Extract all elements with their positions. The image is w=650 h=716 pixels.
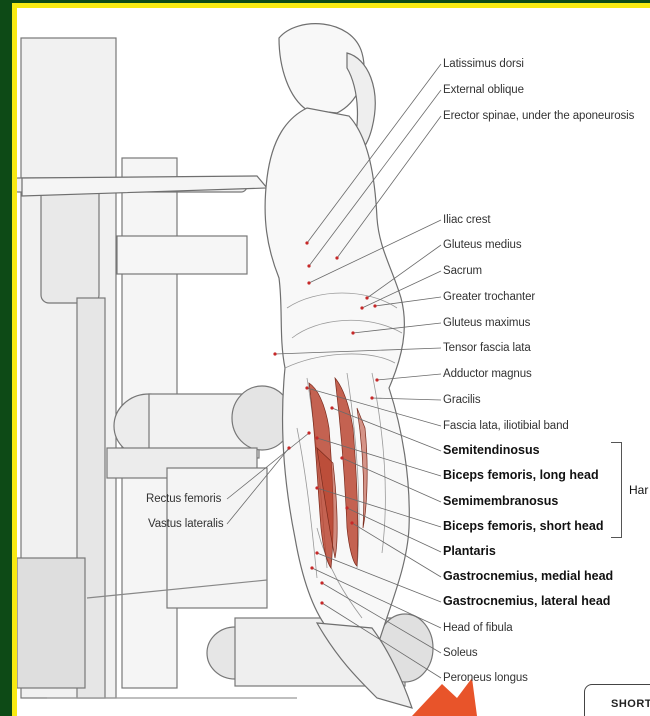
label-gracilis: Gracilis	[443, 393, 481, 407]
label-gluteus-maximus: Gluteus maximus	[443, 316, 530, 330]
label-soleus: Soleus	[443, 646, 478, 660]
short-label: SHORT	[611, 698, 650, 710]
label-latissimus-dorsi: Latissimus dorsi	[443, 57, 524, 71]
label-tensor-fascia-lata: Tensor fascia lata	[443, 341, 531, 355]
hamstring-bracket	[611, 442, 622, 538]
label-iliac-crest: Iliac crest	[443, 213, 490, 227]
label-biceps-femoris-short: Biceps femoris, short head	[443, 519, 603, 533]
illustration-canvas: Latissimus dorsi External oblique Erecto…	[17, 8, 650, 716]
label-plantaris: Plantaris	[443, 544, 496, 558]
label-external-oblique: External oblique	[443, 83, 524, 97]
label-sacrum: Sacrum	[443, 264, 482, 278]
label-fascia-lata: Fascia lata, iliotibial band	[443, 419, 569, 433]
hamstring-group-label: Har	[629, 483, 648, 497]
label-erector-spinae: Erector spinae, under the aponeurosis	[443, 109, 634, 123]
label-greater-trochanter: Greater trochanter	[443, 290, 535, 304]
label-gastrocnemius-medial: Gastrocnemius, medial head	[443, 569, 613, 583]
label-biceps-femoris-long: Biceps femoris, long head	[443, 468, 599, 482]
label-gastrocnemius-lateral: Gastrocnemius, lateral head	[443, 594, 610, 608]
label-semimembranosus: Semimembranosus	[443, 494, 558, 508]
label-gluteus-medius: Gluteus medius	[443, 238, 522, 252]
label-adductor-magnus: Adductor magnus	[443, 367, 532, 381]
label-vastus-lateralis: Vastus lateralis	[148, 517, 224, 531]
label-head-of-fibula: Head of fibula	[443, 621, 513, 635]
label-peroneus-longus: Peroneus longus	[443, 671, 528, 685]
label-semitendinosus: Semitendinosus	[443, 443, 540, 457]
label-rectus-femoris: Rectus femoris	[146, 492, 221, 506]
